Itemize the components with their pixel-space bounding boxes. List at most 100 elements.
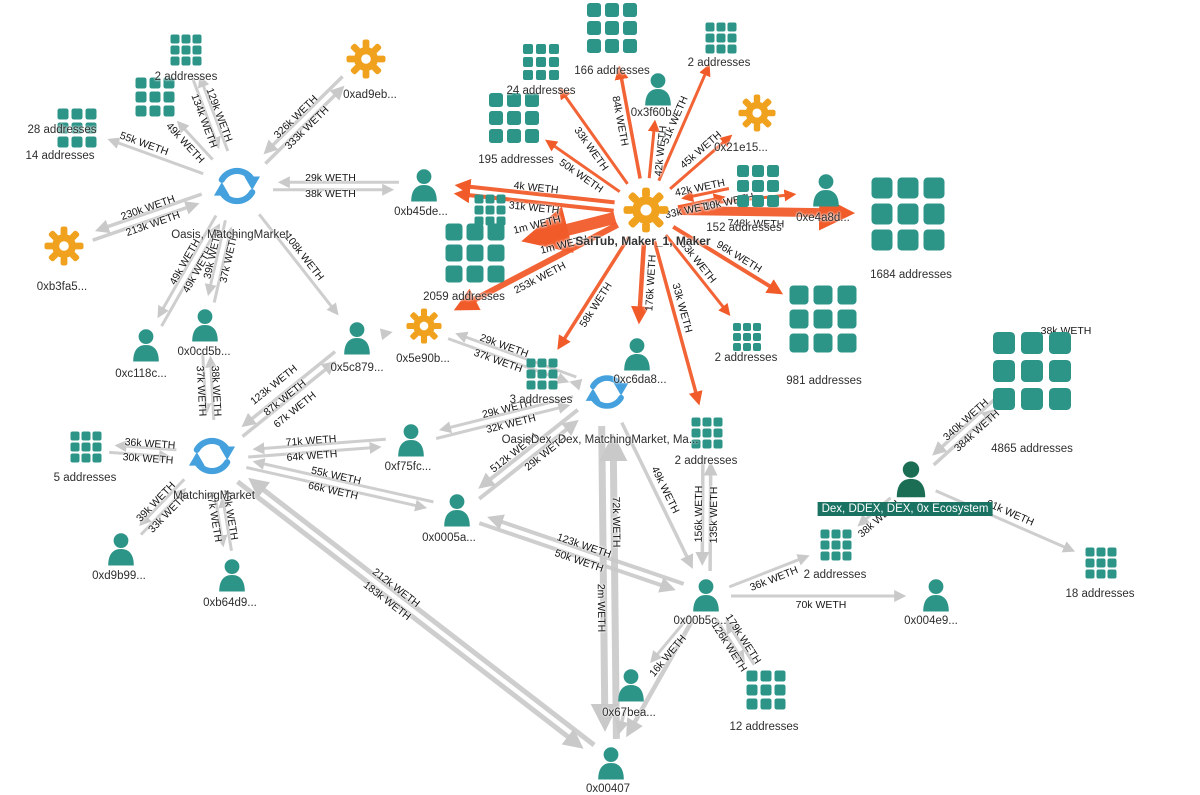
edge	[599, 433, 628, 739]
person-icon	[598, 747, 624, 780]
edge	[114, 440, 177, 453]
edge	[379, 328, 393, 341]
edge	[258, 213, 339, 316]
node-c24[interactable]	[523, 44, 559, 80]
person-icon	[108, 533, 134, 566]
node-p_5c879[interactable]	[341, 321, 373, 357]
edge	[672, 225, 784, 295]
gear-icon	[623, 187, 669, 233]
node-c195[interactable]	[489, 93, 539, 143]
address-cluster-icon	[57, 108, 97, 148]
node-oasis[interactable]	[210, 159, 264, 213]
edge	[477, 419, 579, 501]
node-p_3f60b[interactable]	[642, 72, 674, 108]
edge	[454, 178, 615, 205]
edge	[176, 120, 214, 161]
node-c3[interactable]	[526, 358, 558, 390]
node-p_00407[interactable]	[595, 746, 627, 782]
address-cluster-icon	[691, 417, 723, 449]
address-cluster-icon	[587, 3, 637, 53]
edge	[236, 479, 584, 749]
person-icon	[813, 174, 839, 207]
edge	[439, 395, 574, 434]
edge	[218, 495, 233, 551]
edge	[935, 489, 1076, 553]
address-cluster-icon	[489, 93, 539, 143]
node-odx[interactable]	[582, 367, 632, 417]
edge	[263, 75, 344, 155]
node-c1684[interactable]	[871, 177, 945, 251]
edge	[857, 496, 892, 527]
node-dex_eco[interactable]	[893, 460, 929, 500]
edge	[558, 87, 629, 185]
edge	[245, 466, 428, 512]
edge	[453, 222, 619, 311]
node-maker[interactable]	[623, 187, 669, 233]
person-icon	[411, 169, 437, 202]
node-g_ad9eb[interactable]	[346, 39, 386, 79]
node-c2b[interactable]	[705, 22, 737, 54]
address-cluster-icon	[993, 332, 1071, 410]
node-p_00b5c[interactable]	[690, 578, 722, 614]
node-c18[interactable]	[1085, 547, 1117, 579]
exchange-arrows-icon	[213, 167, 261, 205]
node-c12[interactable]	[746, 670, 786, 710]
edge	[204, 219, 227, 297]
gear-icon	[406, 308, 442, 344]
node-c152[interactable]	[737, 165, 779, 207]
node-c2c[interactable]	[733, 323, 761, 351]
node-c2059b[interactable]	[474, 194, 506, 226]
gear-icon	[44, 226, 84, 266]
node-c4865[interactable]	[993, 332, 1071, 410]
edge	[248, 477, 596, 747]
node-p_c118c[interactable]	[130, 328, 162, 364]
edge	[198, 75, 230, 152]
node-c166[interactable]	[587, 3, 637, 53]
node-p_004e9[interactable]	[920, 578, 952, 614]
address-cluster-icon	[737, 165, 779, 207]
person-icon	[896, 461, 926, 498]
node-p_d9b99[interactable]	[105, 532, 137, 568]
node-p_b64d9[interactable]	[216, 558, 248, 594]
edge	[669, 134, 733, 191]
node-p_0cd5b[interactable]	[189, 308, 221, 344]
address-cluster-icon	[789, 285, 857, 353]
node-c5[interactable]	[70, 431, 102, 463]
node-c2e[interactable]	[820, 529, 852, 561]
node-g_21e15[interactable]	[738, 94, 776, 132]
node-c981[interactable]	[789, 285, 857, 353]
node-c14[interactable]	[57, 108, 97, 148]
address-cluster-icon	[135, 77, 175, 117]
edge	[109, 449, 171, 462]
edge	[647, 119, 660, 179]
node-c2059[interactable]	[445, 223, 505, 283]
edge	[157, 214, 218, 319]
person-icon	[645, 73, 671, 106]
node-g_b3fa5[interactable]	[44, 226, 84, 266]
node-p_0005a[interactable]	[441, 493, 473, 529]
edge	[657, 63, 711, 182]
node-p_f75fc[interactable]	[395, 423, 427, 459]
node-p_c6da8[interactable]	[621, 337, 653, 373]
edge	[664, 234, 731, 317]
edge	[728, 554, 810, 589]
edge	[455, 331, 577, 379]
node-p_e4a8d[interactable]	[810, 173, 842, 209]
edge	[714, 618, 746, 665]
exchange-arrows-icon	[188, 437, 236, 475]
node-p_67bea[interactable]	[615, 668, 647, 704]
node-c2a[interactable]	[170, 34, 202, 66]
node-c2d[interactable]	[691, 417, 723, 449]
node-g_5e90b[interactable]	[406, 308, 442, 344]
edge	[453, 187, 614, 213]
edge	[139, 478, 186, 526]
node-p_b45de[interactable]	[408, 168, 440, 204]
node-mm2[interactable]	[185, 429, 239, 483]
address-cluster-icon	[705, 22, 737, 54]
person-icon	[923, 579, 949, 612]
edge	[252, 458, 434, 504]
node-c28[interactable]	[135, 77, 175, 117]
address-cluster-icon	[445, 223, 505, 283]
